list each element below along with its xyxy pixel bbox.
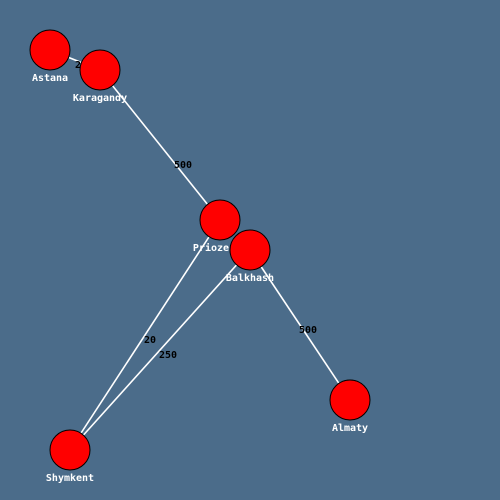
- node-label: Almaty: [332, 423, 368, 434]
- node-balkhash[interactable]: Balkhash: [226, 229, 274, 284]
- edge-balkhash-shymkent: [69, 249, 251, 451]
- node-circle[interactable]: [329, 379, 371, 421]
- node-circle[interactable]: [229, 229, 271, 271]
- node-circle[interactable]: [29, 29, 71, 71]
- edge-weight-label: 500: [174, 160, 192, 171]
- node-label: Astana: [32, 73, 68, 84]
- node-karagandy[interactable]: Karagandy: [73, 49, 127, 104]
- edge-weight-label: 2: [75, 60, 81, 71]
- node-shymkent[interactable]: Shymkent: [46, 429, 94, 484]
- nodes-layer: AstanaKaragandyPriozerskBalkhashAlmatySh…: [29, 29, 371, 484]
- node-label: Balkhash: [226, 273, 274, 284]
- node-astana[interactable]: Astana: [29, 29, 71, 84]
- edge-balkhash-almaty: [249, 249, 351, 401]
- edge-karagandy-priozersk: [99, 69, 221, 221]
- node-label: Karagandy: [73, 93, 127, 104]
- node-circle[interactable]: [49, 429, 91, 471]
- edge-priozersk-shymkent: [69, 219, 221, 451]
- edge-weight-label: 500: [299, 325, 317, 336]
- edge-weight-label: 250: [159, 350, 177, 361]
- edge-weight-label: 20: [144, 335, 156, 346]
- node-almaty[interactable]: Almaty: [329, 379, 371, 434]
- node-circle[interactable]: [199, 199, 241, 241]
- node-label: Shymkent: [46, 473, 94, 484]
- node-circle[interactable]: [79, 49, 121, 91]
- edges-layer: [49, 49, 351, 451]
